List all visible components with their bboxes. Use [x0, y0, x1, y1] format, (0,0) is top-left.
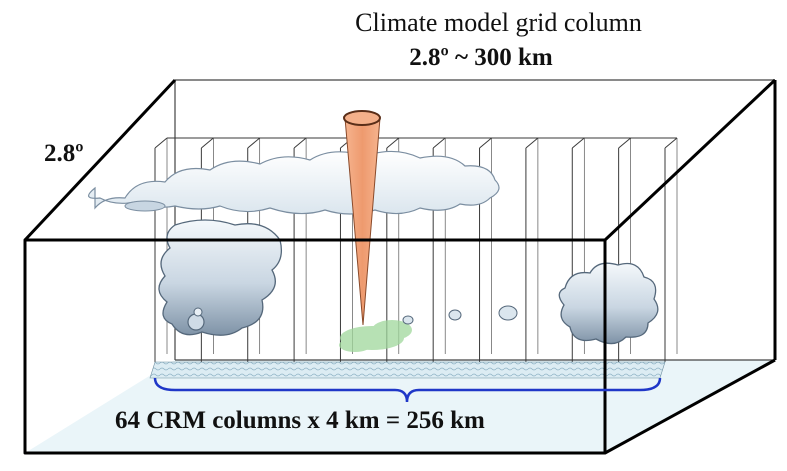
subtitle: 2.8º ~ 300 km	[409, 44, 553, 71]
box-front-edges	[23, 78, 777, 455]
anvil-cloud	[88, 150, 500, 215]
bracket	[153, 377, 662, 403]
small-bubble-inner	[193, 307, 203, 317]
crm-column-top-edge	[618, 137, 631, 149]
ocean-strip	[149, 361, 666, 379]
small-bubble	[187, 313, 205, 331]
crm-column-top-edge	[293, 137, 307, 149]
box-floor	[25, 360, 775, 453]
crm-column-top-edge	[664, 137, 678, 149]
cone-top	[343, 110, 381, 126]
box-back-edges	[174, 79, 775, 361]
crm-column-top-edge	[386, 137, 400, 149]
crm-column-top-edge	[571, 137, 585, 149]
cumulus-cloud	[558, 262, 659, 345]
crm-column-top-edge	[247, 137, 261, 149]
crm-column-top-edge	[154, 137, 168, 149]
bottom-label: 64 CRM columns x 4 km = 256 km	[115, 407, 485, 434]
droplets	[402, 305, 518, 325]
side-label: 2.8º	[44, 140, 84, 167]
crm-column-top-edge	[201, 137, 214, 149]
title: Climate model grid column	[355, 8, 642, 37]
anvil-puff	[124, 200, 166, 212]
rain-patch	[339, 320, 412, 352]
crm-column-top-edge	[525, 137, 539, 149]
crm-column-top-edge	[432, 137, 446, 149]
cone	[344, 117, 381, 326]
cumulonimbus-tower	[158, 219, 283, 336]
crm-column-top-edge	[479, 137, 492, 149]
